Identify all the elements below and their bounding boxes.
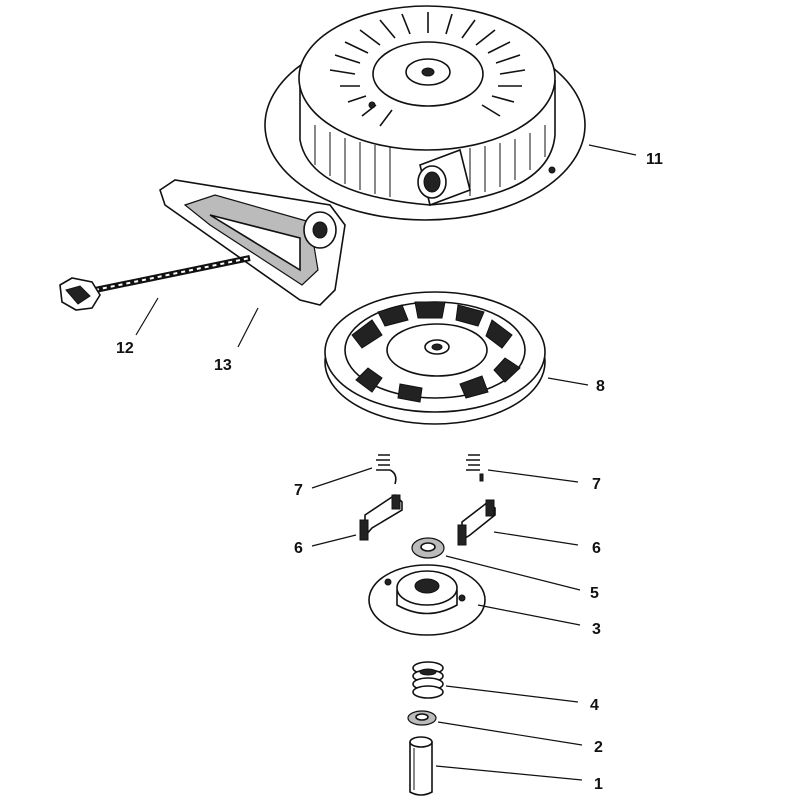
part-3-friction-plate: [368, 564, 486, 636]
part-2-washer: [407, 710, 437, 726]
part-1-pin: [409, 736, 433, 796]
callout-4: 5: [590, 585, 599, 602]
callout-13: 13: [214, 357, 232, 374]
part-8-rope-pulley: [324, 291, 546, 425]
callout-12: 12: [116, 340, 134, 357]
callout-labels: 11 12 13 8 7 7 6 6 5 3 4 2 1: [116, 151, 663, 793]
callout-7-left: 7: [294, 482, 303, 499]
callout-1: 1: [594, 776, 603, 793]
part-7-pawl-spring-right: [466, 454, 484, 482]
callout-2: 2: [594, 739, 603, 756]
part-5-compression-spring: [412, 661, 444, 699]
callout-8: 8: [596, 378, 605, 395]
callout-5: 4: [590, 697, 599, 714]
leader-lines: [135, 144, 637, 781]
callout-7-right: 7: [592, 476, 601, 493]
part-11-starter-housing: [264, 5, 586, 221]
callout-3: 3: [592, 621, 601, 638]
callout-6-left: 6: [294, 540, 303, 557]
callout-6-right: 6: [592, 540, 601, 557]
callout-11: 11: [646, 151, 663, 168]
part-6-pawl-left: [359, 493, 403, 541]
part-6-pawl-right: [457, 499, 496, 546]
part-4-washer: [411, 537, 445, 559]
part-12-starter-rope: [59, 255, 251, 311]
part-13-starter-handle: [159, 179, 346, 306]
part-7-pawl-spring-left: [376, 454, 397, 485]
